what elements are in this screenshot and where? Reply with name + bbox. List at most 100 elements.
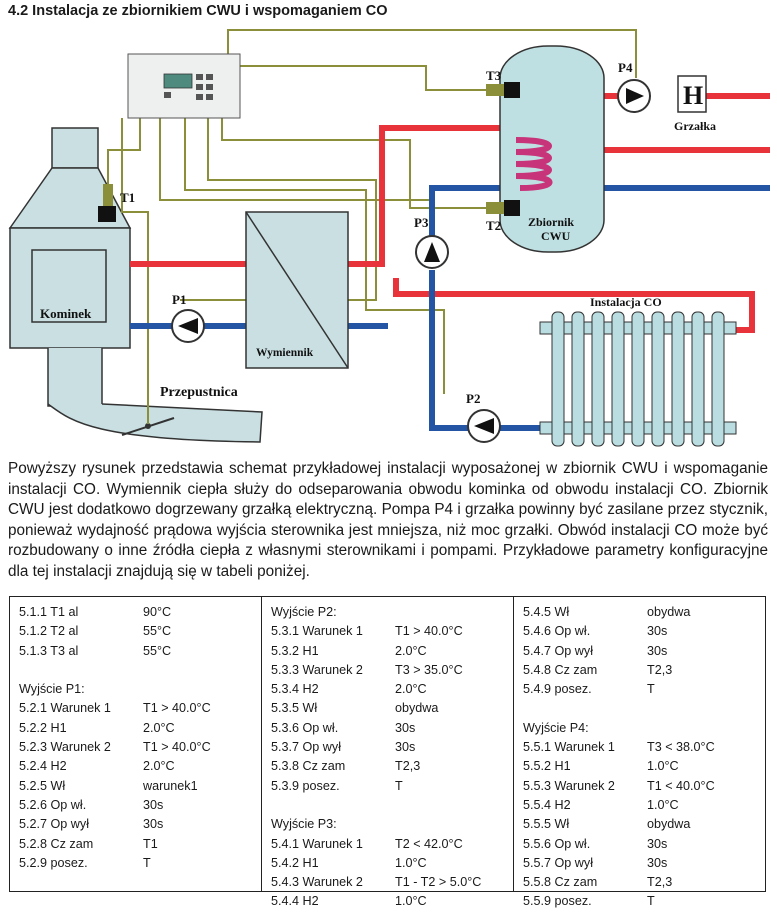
parameter-row: Wyjście P1:	[19, 680, 261, 699]
sensors	[98, 82, 520, 222]
controller	[127, 53, 241, 119]
parameter-name: Wyjście P1:	[19, 682, 85, 697]
row-spacer	[19, 661, 261, 680]
hot-pipes	[130, 93, 770, 333]
radiator: Instalacja CO	[539, 295, 737, 447]
parameter-name: 5.4.3 Warunek 2	[271, 875, 363, 890]
label-p2: P2	[466, 391, 480, 406]
label-wymiennik: Wymiennik	[256, 347, 314, 359]
parameter-value: 30s	[647, 643, 668, 658]
parameter-row: Wyjście P4:	[523, 719, 765, 738]
parameter-name: 5.3.4 H2	[271, 682, 319, 697]
parameter-name: 5.5.4 H2	[523, 797, 571, 812]
parameter-value: 2.0°C	[143, 720, 175, 735]
parameter-name: 5.3.8 Cz zam	[271, 759, 346, 774]
parameter-name: 5.5.7 Op wył	[523, 855, 593, 870]
parameter-name: 5.4.2 H1	[271, 855, 319, 870]
label-t1: T1	[120, 190, 135, 205]
parameter-name: 5.3.6 Op wł.	[271, 720, 339, 735]
installation-diagram: Kominek Przepustnica	[8, 29, 770, 447]
parameter-name: 5.2.7 Op wył	[19, 817, 89, 832]
row-spacer	[523, 699, 765, 718]
parameter-name: 5.4.9 posez.	[523, 682, 592, 697]
parameter-value: 30s	[647, 836, 668, 851]
parameter-name: 5.2.8 Cz zam	[19, 836, 94, 851]
parameter-value: warunek1	[143, 778, 198, 793]
label-t2: T2	[486, 218, 501, 233]
label-kominek: Kominek	[40, 306, 92, 321]
parameter-value: T3 < 38.0°C	[647, 740, 715, 755]
parameter-value: 1.0°C	[647, 759, 679, 774]
heater-symbol: H	[683, 81, 703, 110]
heat-exchanger: Wymiennik	[245, 211, 349, 369]
parameter-name: 5.3.5 Wł	[271, 701, 318, 716]
parameter-value: 55°C	[143, 624, 172, 639]
parameter-name: Wyjście P4:	[523, 720, 589, 735]
heater: H Grzałka	[674, 75, 716, 133]
label-zbiornik: Zbiornik	[528, 215, 574, 229]
parameter-value: 30s	[395, 720, 416, 735]
label-t3: T3	[486, 68, 502, 83]
parameter-row: 5.1.3 T3 al 55°C	[19, 642, 261, 661]
parameter-value: T1 < 40.0°C	[647, 778, 715, 793]
parameter-value: 2.0°C	[395, 643, 427, 658]
parameter-value: T	[647, 682, 655, 697]
parameter-value: 55°C	[143, 643, 172, 658]
row-spacer	[271, 796, 513, 815]
parameter-value: 30s	[143, 797, 164, 812]
label-grzalka: Grzałka	[674, 119, 716, 133]
parameter-row: 5.3.9 posez.T	[271, 777, 513, 796]
parameter-value: T2 < 42.0°C	[395, 836, 463, 851]
parameter-name: 5.1.2 T2 al	[19, 624, 79, 639]
parameter-name: 5.2.4 H2	[19, 759, 67, 774]
parameter-name: 5.2.1 Warunek 1	[19, 701, 111, 716]
parameter-value: 30s	[395, 740, 416, 755]
parameter-name: 5.4.5 Wł	[523, 605, 570, 619]
label-p1: P1	[172, 292, 186, 307]
parameter-row: 5.2.4 H2 2.0°C	[19, 757, 261, 776]
parameter-name: 5.4.8 Cz zam	[523, 662, 598, 677]
parameter-name: 5.2.3 Warunek 2	[19, 740, 111, 755]
parameter-name: Wyjście P2:	[271, 605, 337, 619]
parameter-value: T2,3	[647, 662, 673, 677]
parameter-name: 5.5.9 posez.	[523, 894, 592, 909]
parameter-name: 5.3.1 Warunek 1	[271, 624, 363, 639]
parameter-name: 5.2.9 posez.	[19, 855, 88, 870]
parameter-value: T2,3	[647, 875, 673, 890]
parameter-name: 5.5.2 H1	[523, 759, 571, 774]
parameter-value: T	[143, 855, 151, 870]
parameter-value: 1.0°C	[395, 894, 427, 909]
parameter-value: 2.0°C	[143, 759, 175, 774]
parameter-value: T3 > 35.0°C	[395, 662, 463, 677]
parameter-name: 5.1.1 T1 al	[19, 605, 79, 619]
section-title: 4.2 Instalacja ze zbiornikiem CWU i wspo…	[8, 3, 388, 19]
parameter-name: 5.1.3 T3 al	[19, 643, 79, 658]
parameter-row: Wyjście P3:	[271, 815, 513, 834]
parameter-row: 5.5.2 H1 1.0°C	[523, 757, 765, 776]
parameter-name: 5.3.2 H1	[271, 643, 319, 658]
parameter-row: 5.3.6 Op wł. 30s	[271, 719, 513, 738]
signal-wires	[107, 29, 637, 424]
pump-p3	[415, 235, 449, 269]
parameter-value: T	[647, 894, 655, 909]
